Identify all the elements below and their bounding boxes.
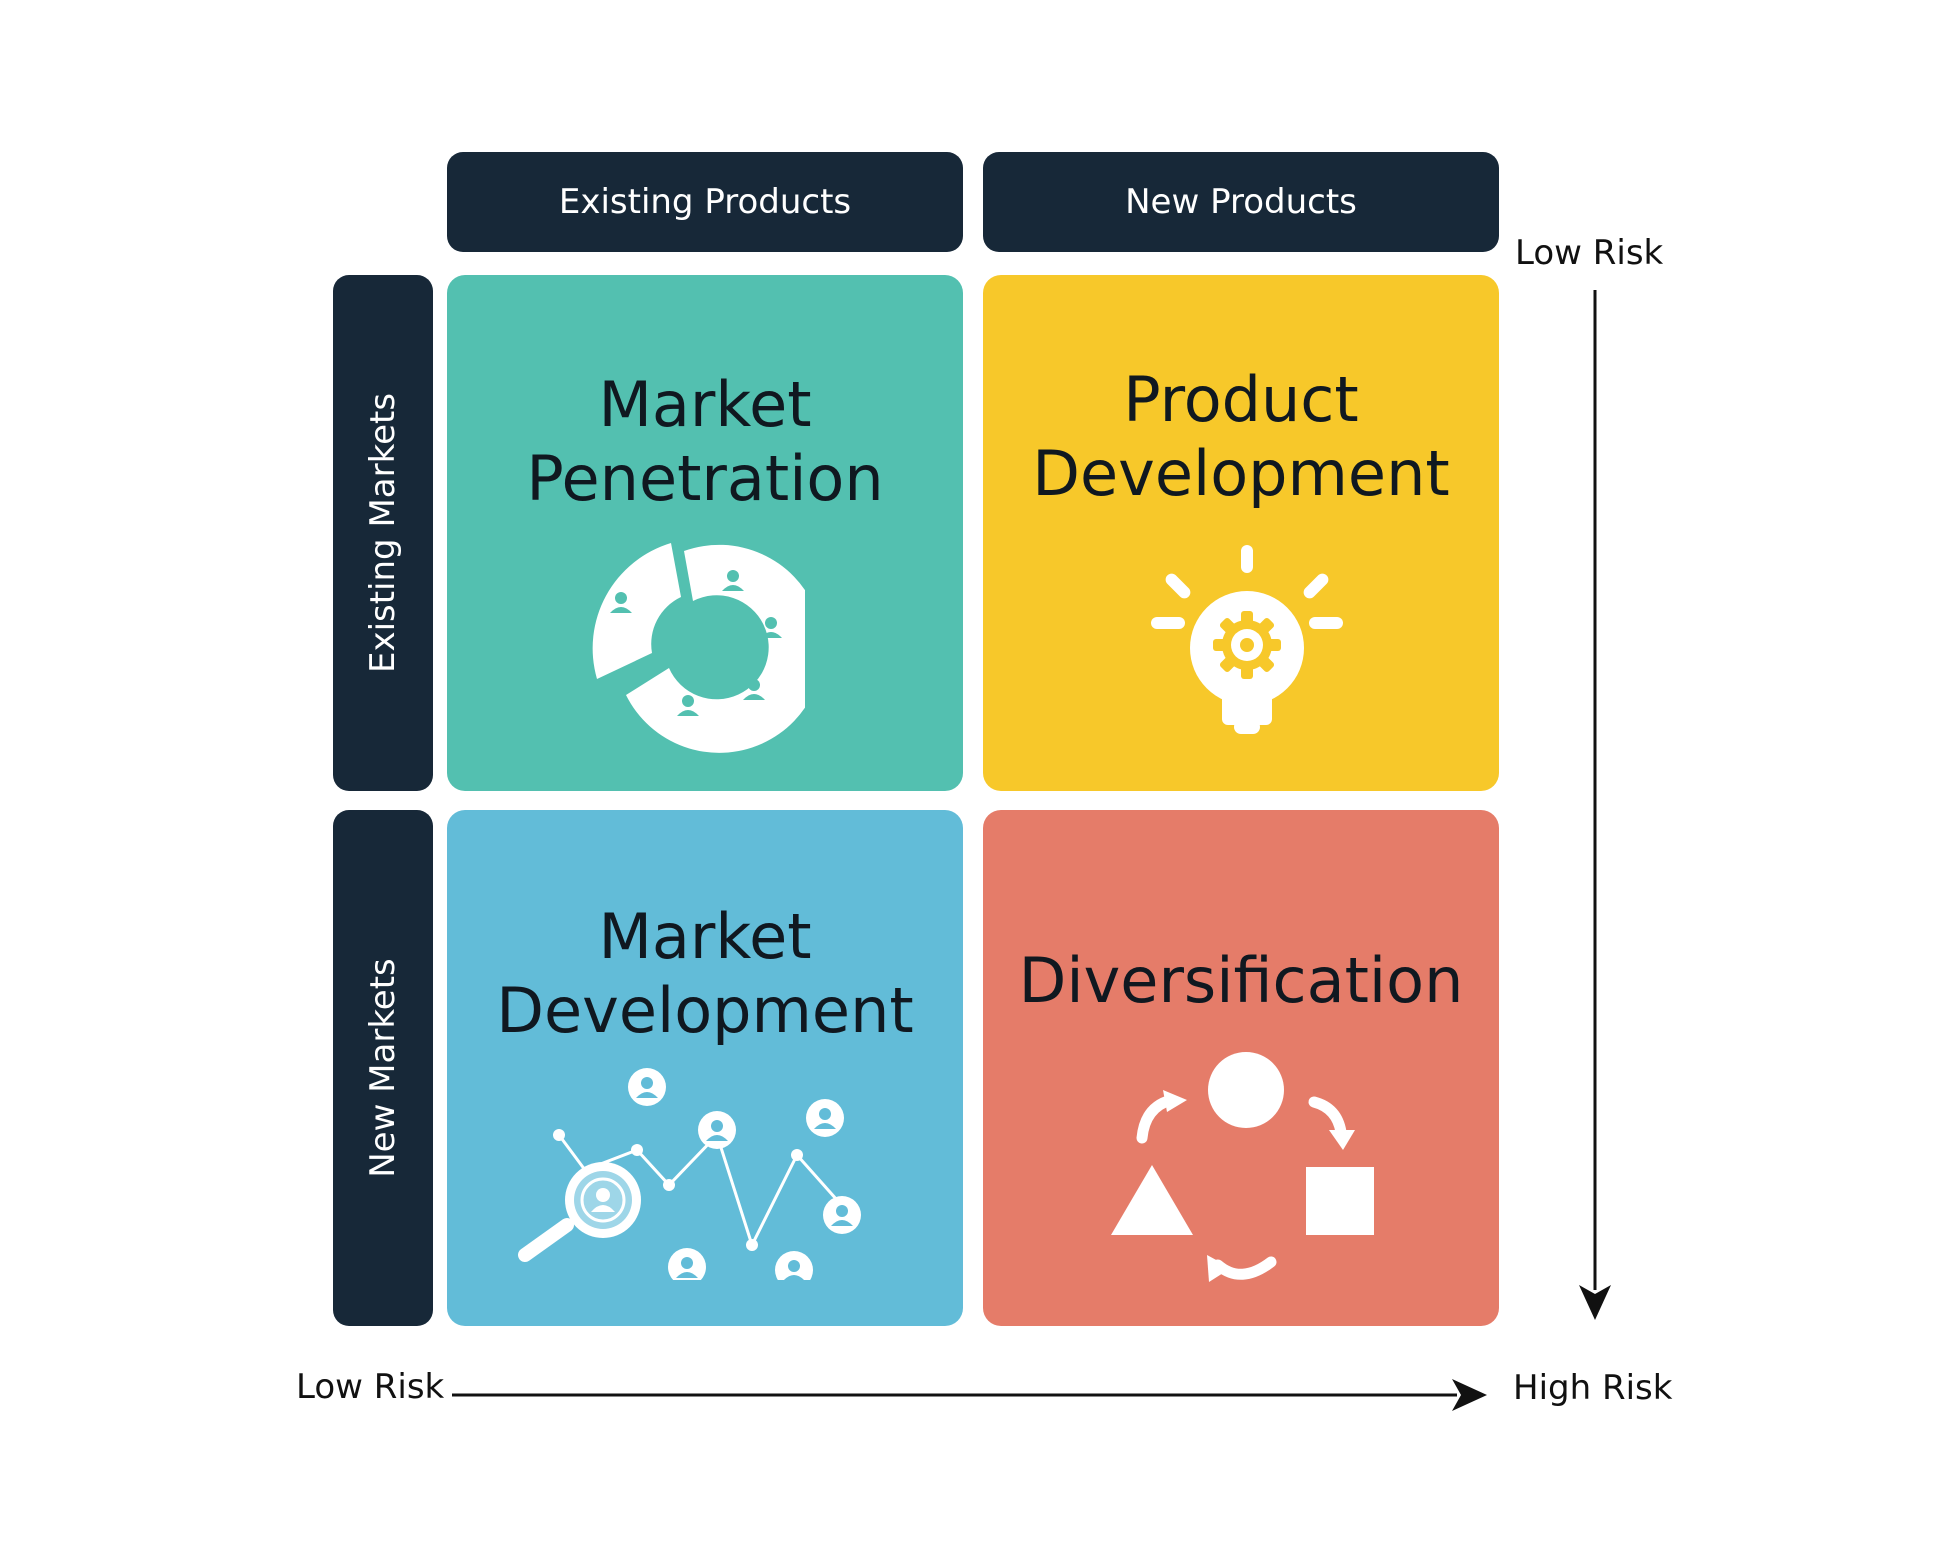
vertical-axis-low-risk-label: Low Risk: [1515, 233, 1664, 273]
quadrant-market-penetration: Market Penetration: [447, 275, 963, 791]
quadrant-diversification: Diversification: [983, 810, 1499, 1326]
product-development-line1: Product: [1123, 363, 1359, 436]
market-development-title: Market Development: [447, 900, 963, 1048]
product-development-line2: Development: [1032, 437, 1450, 510]
donut-chart-people-icon: [592, 543, 805, 753]
row-new-markets-label: New Markets: [363, 958, 403, 1178]
quadrant-market-development: Market Development: [447, 810, 963, 1326]
row-new-markets: New Markets: [333, 810, 433, 1326]
product-development-title: Product Development: [983, 363, 1499, 511]
market-development-line1: Market: [598, 900, 812, 973]
vertical-risk-arrow: [1579, 290, 1611, 1320]
diversification-title: Diversification: [983, 944, 1499, 1018]
market-penetration-title: Market Penetration: [447, 368, 963, 516]
shapes-cycle-icon: [1111, 1052, 1374, 1282]
diversification-line1: Diversification: [1018, 944, 1464, 1017]
header-existing-products-label: Existing Products: [558, 182, 852, 222]
market-development-line2: Development: [496, 974, 914, 1047]
market-penetration-line1: Market: [598, 368, 812, 441]
horizontal-axis-low-risk-label: Low Risk: [296, 1367, 445, 1407]
header-existing-products: Existing Products: [447, 152, 963, 252]
lightbulb-gear-icon: [1151, 545, 1343, 734]
search-network-people-icon: [518, 1068, 861, 1280]
row-existing-markets: Existing Markets: [333, 275, 433, 791]
header-new-products: New Products: [983, 152, 1499, 252]
row-existing-markets-label: Existing Markets: [363, 392, 403, 674]
header-new-products-label: New Products: [1125, 182, 1357, 222]
horizontal-risk-arrow: [452, 1379, 1487, 1411]
quadrant-product-development: Product Development: [983, 275, 1499, 791]
horizontal-axis-high-risk-label: High Risk: [1513, 1368, 1673, 1408]
market-penetration-line2: Penetration: [526, 442, 884, 515]
